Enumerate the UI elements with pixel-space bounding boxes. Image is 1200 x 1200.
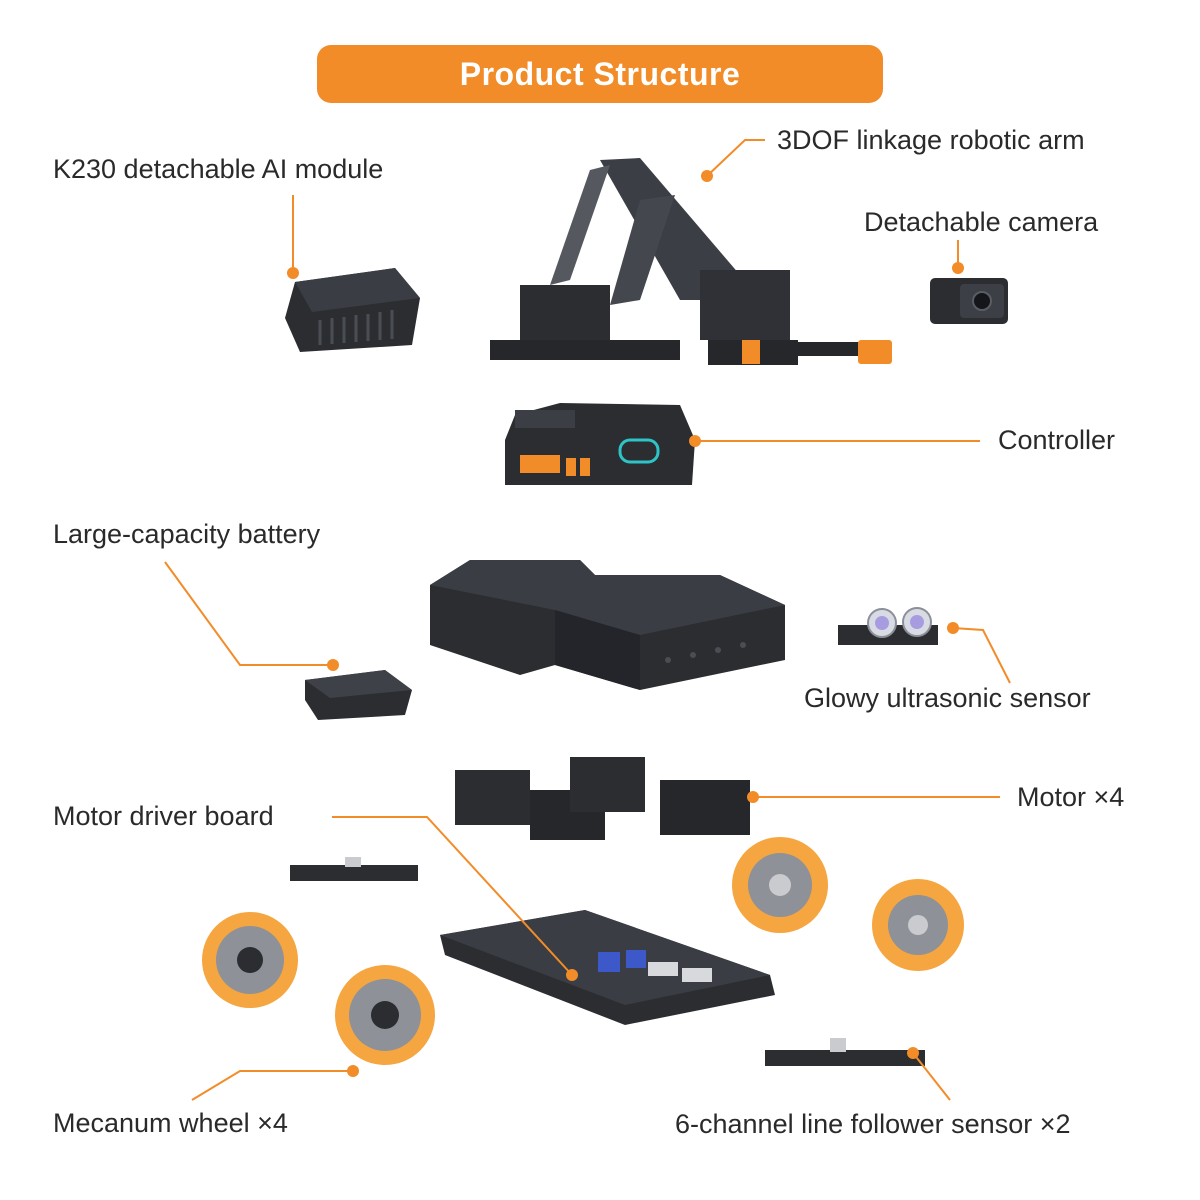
line-follower-illustration [290, 857, 925, 1066]
controller-illustration [505, 403, 695, 485]
battery-illustration [305, 670, 412, 720]
leader-battery [164, 561, 333, 666]
leader-dots [287, 170, 964, 1077]
ultrasonic-illustration [838, 607, 938, 645]
label-ultrasonic: Glowy ultrasonic sensor [804, 683, 1091, 713]
mecanum-wheels-illustration [202, 837, 964, 1065]
label-ai-module: K230 detachable AI module [53, 154, 384, 184]
robotic-arm-illustration [490, 158, 892, 365]
label-driver-board: Motor driver board [53, 801, 274, 831]
camera-illustration [930, 278, 1008, 324]
label-battery: Large-capacity battery [53, 519, 321, 549]
leader-lines [164, 139, 1011, 1101]
leader-mecanum [191, 1070, 353, 1101]
title-banner: Product Structure [317, 45, 883, 103]
driver-board-illustration [440, 910, 775, 1025]
motors-illustration [455, 757, 750, 840]
label-motor: Motor ×4 [1017, 782, 1125, 812]
leader-robotic-arm [706, 139, 765, 177]
leader-ultrasonic [952, 627, 1011, 684]
chassis-illustration [430, 560, 785, 690]
leader-driver-board [332, 816, 573, 976]
label-camera: Detachable camera [864, 207, 1099, 237]
page-title: Product Structure [459, 55, 741, 92]
ai-module-illustration [285, 268, 420, 352]
label-robotic-arm: 3DOF linkage robotic arm [777, 125, 1085, 155]
label-line-follower: 6-channel line follower sensor ×2 [675, 1109, 1071, 1139]
label-controller: Controller [998, 425, 1116, 455]
label-mecanum: Mecanum wheel ×4 [53, 1108, 288, 1138]
leader-line-follower [912, 1052, 951, 1101]
